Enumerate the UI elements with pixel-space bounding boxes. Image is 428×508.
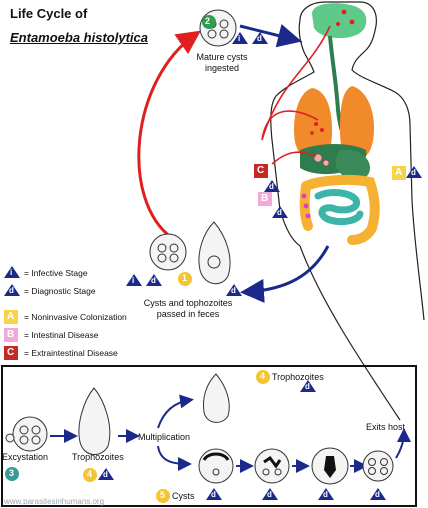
label-mature-cysts: Mature cysts ingested (196, 52, 248, 73)
label-cysts: Cysts (172, 491, 195, 501)
brain-lesions (336, 9, 355, 26)
arrow-mult-up (157, 394, 194, 429)
step-markers (5, 15, 270, 503)
cyst-stage-1 (198, 448, 234, 484)
legend-badge-d: d (9, 286, 14, 295)
right-lung (340, 86, 374, 162)
badge-infective-mid: i (132, 276, 135, 285)
badge-infective-top: i (238, 34, 241, 43)
badge-diagnostic-cyst1: d (211, 490, 216, 499)
legend-noninvasive: = Noninvasive Colonization (24, 312, 127, 322)
legend-diagnostic: = Diagnostic Stage (24, 286, 96, 296)
left-lung (294, 88, 332, 162)
badge-diagnostic-top: d (257, 34, 262, 43)
label-multiplication: Multiplication (138, 432, 191, 442)
badge-diagnostic-b: d (277, 208, 282, 217)
legend-badge-i: i (10, 268, 13, 277)
legend-infective: = Infective Stage (24, 268, 88, 278)
diagram-title-line2: Entamoeba histolytica (10, 30, 148, 45)
label-trophozoites-left: Trophozoites (72, 452, 124, 462)
cyst-stage-2 (254, 448, 290, 484)
small-intestine (314, 189, 364, 226)
stomach-organ (335, 149, 370, 180)
step-5-number: 5 (160, 490, 166, 500)
label-trophozoites-top: Trophozoites (272, 372, 324, 382)
badge-a-body: A (395, 167, 403, 178)
trophozoite-top (203, 373, 230, 423)
badge-diagnostic-cyst3: d (323, 490, 328, 499)
red-arrow-to-lung (261, 110, 319, 141)
trophozoite-nucleus (207, 255, 221, 269)
excystation-cyst (5, 416, 48, 452)
label-excystation: Excystation (2, 452, 49, 462)
badge-c-body: C (257, 165, 265, 176)
step-1-number: 1 (182, 273, 188, 283)
trophozoite-passed (198, 221, 231, 285)
diagram-title-line1: Life Cycle of (10, 6, 88, 21)
arrow-exits-host (395, 428, 411, 459)
cyst-stage-3 (311, 447, 349, 485)
badge-diagnostic-feces: d (231, 286, 236, 295)
badge-diagnostic-a: d (411, 168, 416, 177)
legend-badge-b: B (7, 329, 15, 340)
legend-badge-a: A (7, 311, 15, 322)
host-box (1, 365, 417, 507)
intestinal-ulcers (301, 193, 311, 219)
watermark: www.parasitesinhumans.org (4, 497, 105, 506)
lung-lesions (310, 122, 324, 135)
legend-badge-c: C (7, 347, 15, 358)
step-3-number: 3 (9, 468, 15, 478)
legend-extraintestinal: = Extraintestinal Disease (24, 348, 118, 358)
red-arrow-to-liver (271, 151, 317, 165)
label-cysts-passed: Cysts and tophozoites passed in feces (143, 298, 233, 319)
badges (4, 32, 422, 500)
cyst-passed (149, 233, 187, 271)
badge-diagnostic-c: d (269, 182, 274, 191)
brain-organ (312, 3, 367, 38)
badge-diagnostic-troph-left: d (103, 470, 108, 479)
blue-arrow-to-mouth (239, 23, 302, 48)
arrow-mult-down (157, 445, 192, 471)
badge-diagnostic-troph: d (305, 382, 310, 391)
step-4a-number: 4 (87, 469, 93, 479)
legend-intestinal: = Intestinal Disease (24, 330, 99, 340)
badge-diagnostic-cyst2: d (267, 490, 272, 499)
badge-diagnostic-mid: d (151, 276, 156, 285)
red-arrow-to-brain (261, 25, 331, 141)
step-4b-number: 4 (260, 371, 266, 381)
label-exits-host: Exits host (366, 422, 406, 432)
step-2-number: 2 (205, 16, 211, 26)
cyst-stage-4 (362, 450, 394, 482)
badge-b-body: B (261, 193, 269, 204)
red-arrow-ingest (137, 30, 201, 240)
badge-diagnostic-cyst4: d (375, 490, 380, 499)
blue-arrow-to-feces (240, 245, 330, 303)
trophozoite-left (78, 387, 111, 455)
